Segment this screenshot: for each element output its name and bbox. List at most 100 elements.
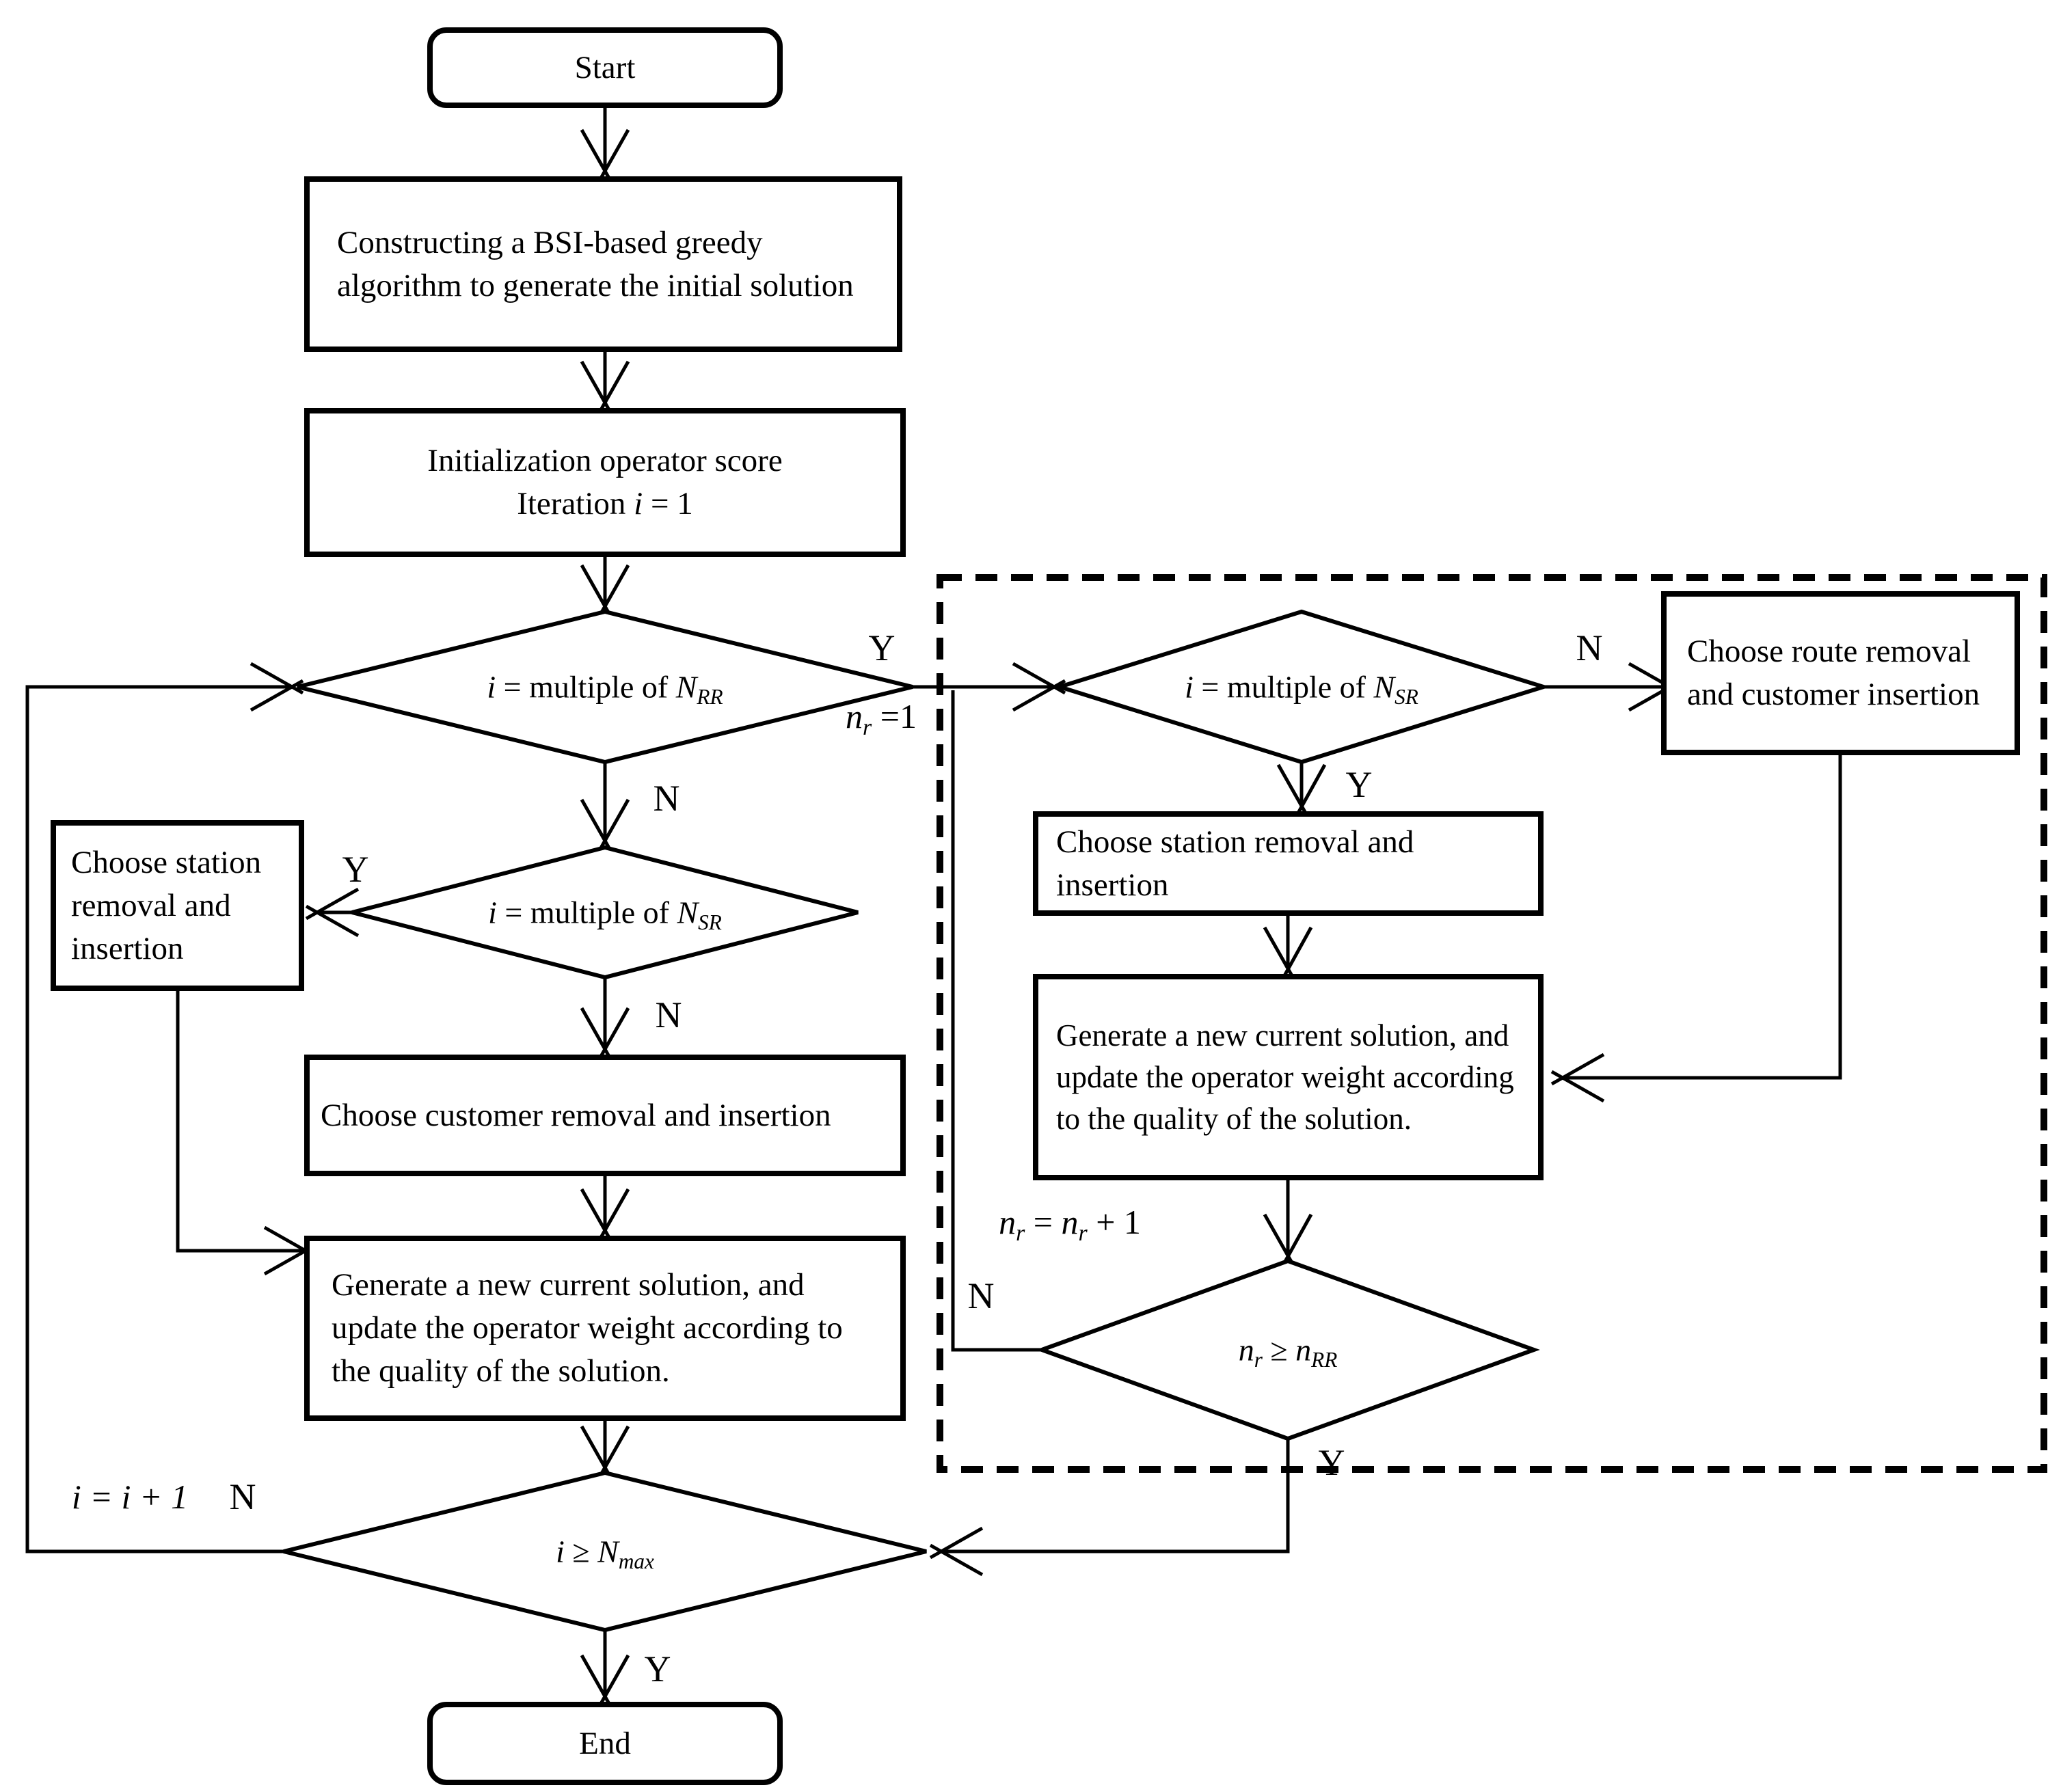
end-label: End — [579, 1725, 631, 1761]
end-terminal: End — [427, 1702, 783, 1785]
init-operator-score-box: Initialization operator score Iteration … — [304, 408, 906, 557]
d-nrr-a: n — [1238, 1332, 1254, 1368]
arrowhead — [1276, 763, 1327, 818]
arrowhead — [305, 887, 360, 938]
arrowhead — [580, 128, 630, 183]
construct-greedy-label: Constructing a BSI-based greedy algorith… — [337, 224, 854, 303]
arrowhead — [580, 1188, 630, 1243]
arrowheads — [250, 128, 1682, 1709]
d-srl-sub: SR — [698, 910, 722, 934]
init-line1: Initialization operator score — [427, 443, 783, 478]
start-label: Start — [574, 49, 636, 85]
decision-nr-ge-nrr-shape — [1036, 1258, 1540, 1441]
arrowhead — [580, 1654, 630, 1709]
nr-inc-b: n — [1061, 1203, 1079, 1241]
d-nmax-sym: N — [597, 1534, 619, 1569]
i-inc-a: i — [71, 1478, 81, 1516]
d-srl-sym: N — [677, 895, 699, 930]
d-srl-var: i — [488, 895, 497, 930]
generate-solution-right-label: Generate a new current solution, and upd… — [1056, 1018, 1514, 1136]
branch-yes-dnrr: Y — [1318, 1442, 1345, 1483]
branch-no-dnmax: N — [229, 1476, 256, 1517]
branch-yes-dsr-left: Y — [342, 849, 369, 890]
edge-dnrr-no-loop — [951, 690, 1042, 1352]
nr-inc-mid: = — [1025, 1203, 1062, 1241]
arrowhead — [929, 1526, 984, 1577]
nr-inc-asub: r — [1016, 1221, 1025, 1247]
d-rr-var: i — [487, 669, 496, 705]
init-line2-var: i — [634, 486, 643, 521]
d-srr-var: i — [1185, 669, 1194, 705]
d-srr-mid: = multiple of — [1193, 669, 1374, 705]
choose-customer-label: Choose customer removal and insertion — [321, 1097, 831, 1133]
arrowhead — [1263, 1213, 1313, 1268]
edge-dnrr-yes-to-dnmax — [940, 1439, 1290, 1553]
nr-init-sub: r — [863, 715, 872, 741]
decision-multiple-nsr-left-shape — [351, 845, 859, 980]
nr-init-a: n — [846, 697, 863, 735]
decision-i-ge-nmax-shape — [283, 1470, 927, 1633]
branch-yes-dnmax: Y — [644, 1648, 671, 1689]
arrowhead — [1012, 662, 1066, 712]
choose-route-box: Choose route removal and customer insert… — [1661, 591, 2020, 755]
generate-solution-right-box: Generate a new current solution, and upd… — [1033, 974, 1544, 1180]
d-nrr-b: n — [1295, 1332, 1312, 1368]
choose-customer-box: Choose customer removal and insertion — [304, 1055, 906, 1176]
arrowhead — [1263, 926, 1313, 981]
init-line2-post: = 1 — [643, 486, 693, 521]
d-srl-mid: = multiple of — [496, 895, 677, 930]
d-srr-sym: N — [1373, 669, 1395, 705]
decision-multiple-nsr-left-label: i = multiple of NSR — [488, 895, 722, 934]
arrowhead — [580, 798, 630, 853]
nr-inc-a: n — [999, 1203, 1016, 1241]
decision-nr-ge-nrr-label: nr ≥ nRR — [1238, 1332, 1338, 1371]
branch-yes-drr: Y — [868, 627, 895, 668]
init-line2-pre: Iteration — [517, 486, 634, 521]
construct-greedy-box: Constructing a BSI-based greedy algorith… — [304, 176, 902, 352]
branch-yes-dsr-right: Y — [1345, 764, 1373, 805]
decision-multiple-nsr-right-shape — [1052, 609, 1551, 765]
d-rr-sym: N — [675, 669, 697, 705]
d-nrr-bsub: RR — [1311, 1347, 1338, 1372]
decision-i-ge-nmax-label: i ≥ Nmax — [556, 1534, 654, 1573]
generate-solution-left-label: Generate a new current solution, and upd… — [332, 1267, 843, 1389]
edge-route-to-generate — [1561, 755, 1842, 1080]
d-srr-sub: SR — [1395, 684, 1418, 709]
d-rr-mid: = multiple of — [496, 669, 676, 705]
arrowhead — [580, 360, 630, 415]
start-terminal: Start — [427, 27, 783, 108]
choose-station-right-label: Choose station removal and insertion — [1056, 824, 1414, 903]
i-inc-b: i — [121, 1478, 131, 1516]
choose-station-left-label: Choose station removal and insertion — [71, 844, 262, 966]
generate-solution-left-box: Generate a new current solution, and upd… — [304, 1236, 906, 1421]
choose-station-left-box: Choose station removal and insertion — [51, 820, 304, 991]
label-nr-init: nr =1 — [846, 696, 917, 739]
i-inc-mid: = — [81, 1478, 122, 1516]
decision-multiple-nrr-shape — [297, 609, 913, 765]
arrowhead — [580, 564, 630, 619]
choose-station-right-box: Choose station removal and insertion — [1033, 811, 1544, 916]
nr-init-rest: =1 — [872, 697, 917, 735]
nr-inc-bsub: r — [1078, 1221, 1088, 1247]
branch-no-dnrr: N — [967, 1275, 995, 1316]
d-nmax-mid: ≥ — [564, 1534, 598, 1569]
d-nrr-mid: ≥ — [1262, 1332, 1296, 1368]
branch-no-dsr-right: N — [1576, 627, 1603, 668]
edge-stationleft-to-generate — [176, 991, 307, 1253]
d-nrr-asub: r — [1254, 1347, 1263, 1372]
decision-shapes — [283, 609, 1551, 1633]
arrowhead — [250, 662, 304, 712]
label-i-increment: i = i + 1 — [72, 1477, 188, 1517]
nr-inc-rest: + 1 — [1087, 1203, 1141, 1241]
arrowhead — [580, 1425, 630, 1480]
init-operator-score-label: Initialization operator score Iteration … — [427, 439, 782, 526]
decision-multiple-nsr-right-label: i = multiple of NSR — [1185, 669, 1418, 708]
branch-no-drr: N — [653, 778, 680, 819]
decision-multiple-nrr-label: i = multiple of NRR — [487, 669, 723, 708]
arrowhead — [1550, 1053, 1605, 1103]
d-nmax-sub: max — [618, 1549, 654, 1573]
choose-route-label: Choose route removal and customer insert… — [1687, 634, 1980, 712]
d-nmax-var: i — [556, 1534, 565, 1569]
